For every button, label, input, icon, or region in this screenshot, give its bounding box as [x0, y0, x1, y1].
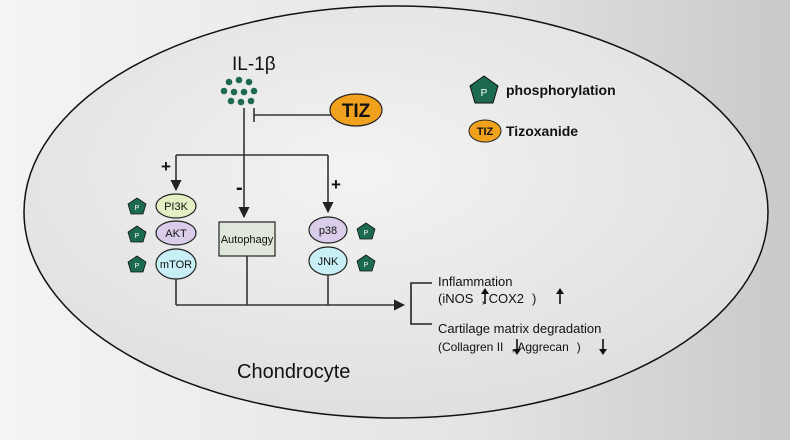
il1b-label: IL-1β — [232, 54, 276, 75]
svg-text:P: P — [135, 233, 140, 240]
legend-phosphorylation-icon: P — [469, 75, 499, 104]
chondrocyte-cell-membrane — [23, 5, 769, 419]
collagen-down-arrow-icon — [513, 339, 521, 355]
autophagy-node — [218, 221, 276, 257]
aggrecan-down-arrow-icon — [599, 339, 607, 355]
svg-text:P: P — [364, 262, 369, 269]
chondrocyte-label: Chondrocyte — [237, 361, 350, 383]
p38-node — [308, 216, 348, 244]
legend-tizoxanide-label: Tizoxanide — [506, 123, 578, 139]
tiz-drug-node — [329, 93, 383, 127]
autophagy-branch-sign: - — [236, 177, 243, 199]
il1b-particles — [220, 76, 258, 106]
phospho-marker-pi3k: P — [127, 197, 147, 215]
inos-up-arrow-icon — [481, 288, 489, 304]
autophagy-label: Autophagy — [221, 234, 274, 246]
pi3k-label: PI3K — [164, 201, 189, 213]
mtor-label: mTOR — [160, 259, 192, 271]
cartilage-markers: (Collagren II, Aggrecan) — [438, 340, 581, 354]
svg-text:P: P — [135, 205, 140, 212]
outcome-bracket — [410, 282, 432, 325]
jnk-label: JNK — [318, 256, 339, 268]
svg-text:P: P — [481, 88, 488, 99]
phospho-marker-p38: P — [356, 222, 376, 240]
phospho-marker-akt: P — [127, 225, 147, 243]
svg-text:P: P — [135, 263, 140, 270]
tiz-drug-label: TIZ — [342, 101, 371, 122]
phospho-marker-jnk: P — [356, 254, 376, 272]
akt-node — [155, 220, 197, 246]
cartilage-title: Cartilage matrix degradation — [438, 321, 601, 336]
phospho-marker-mtor: P — [127, 255, 147, 273]
pi3k-node — [155, 193, 197, 219]
akt-label: AKT — [165, 228, 187, 240]
inflammation-markers: (iNOS, COX2) — [438, 291, 536, 306]
p38-label: p38 — [319, 225, 337, 237]
legend-tizoxanide-icon: TIZ — [468, 119, 502, 143]
p38-branch-sign: + — [331, 175, 341, 194]
svg-text:P: P — [364, 230, 369, 237]
svg-text:TIZ: TIZ — [477, 126, 494, 138]
pi3k-branch-sign: + — [161, 157, 171, 176]
inflammation-title: Inflammation — [438, 274, 512, 289]
cox2-up-arrow-icon — [556, 288, 564, 304]
legend-phosphorylation-label: phosphorylation — [506, 82, 616, 98]
